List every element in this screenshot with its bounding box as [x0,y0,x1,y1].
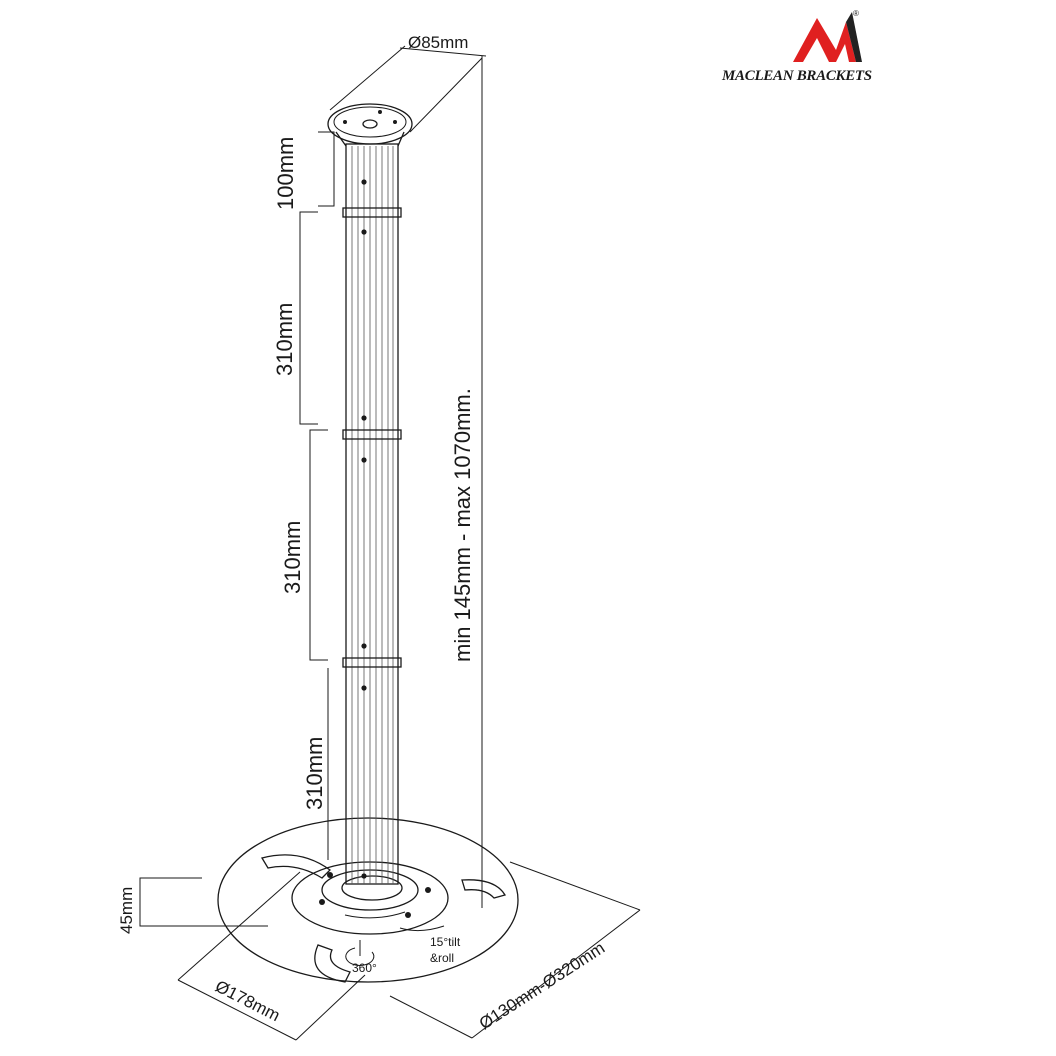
base-disc [217,817,519,983]
tilt-annotation: 15°tilt &roll [399,925,461,965]
dim-section-3: 310mm [280,429,328,661]
dim-inner-diameter: Ø178mm [177,871,366,1041]
dim-section-4: 310mm [302,668,329,860]
dim-section-2: 310mm [272,211,318,425]
bolt-3 [405,912,411,918]
dim-base-height: 45mm [117,877,268,934]
base-assembly [217,817,519,983]
logo-mark-icon [793,18,856,62]
outer-diameter-label: Ø130mm-Ø320mm [476,938,608,1033]
rotation-arrow-icon [345,947,375,966]
section-2-label: 310mm [272,303,297,376]
logo-registered: ® [853,9,859,18]
maclean-logo: ® MACLEAN BRACKETS [721,9,872,84]
section-3-label: 310mm [280,521,305,594]
pole-flutes [351,146,394,884]
base-slot-front [314,944,351,983]
dim-plate-diameter: Ø85mm [329,33,487,133]
top-plate-hole [362,119,378,129]
inner-diameter-label: Ø178mm [212,977,283,1026]
plate-diameter-label: Ø85mm [408,33,468,52]
bolt-2 [425,887,431,893]
roll-label: &roll [430,951,454,965]
pole-joint-1 [342,207,402,218]
pole-joint-3 [342,657,402,668]
dim-section-top: 100mm [273,131,335,210]
rotation-label: 360° [352,961,377,975]
bolt-1 [327,872,333,878]
pole-screws [361,179,367,879]
total-height-label: min 145mm - max 1070mm. [450,388,475,662]
telescopic-pole [327,103,413,885]
logo-text: MACLEAN BRACKETS [721,68,872,84]
swivel-ring [341,875,403,901]
logo-mark-accent-icon [846,12,862,62]
bolt-4 [319,899,325,905]
pole-body [345,143,399,885]
tilt-slot [344,911,406,919]
base-slot-left [260,854,331,879]
section-top-label: 100mm [273,137,298,210]
top-plate-rim [333,106,407,138]
tilt-label: 15°tilt [430,935,461,949]
section-4-label: 310mm [302,737,327,810]
base-slot-right [461,879,506,899]
rotation-annotation: 360° [345,940,377,975]
pole-joint-2 [342,429,402,440]
base-height-label: 45mm [117,887,136,934]
top-mount-plate [327,103,413,145]
